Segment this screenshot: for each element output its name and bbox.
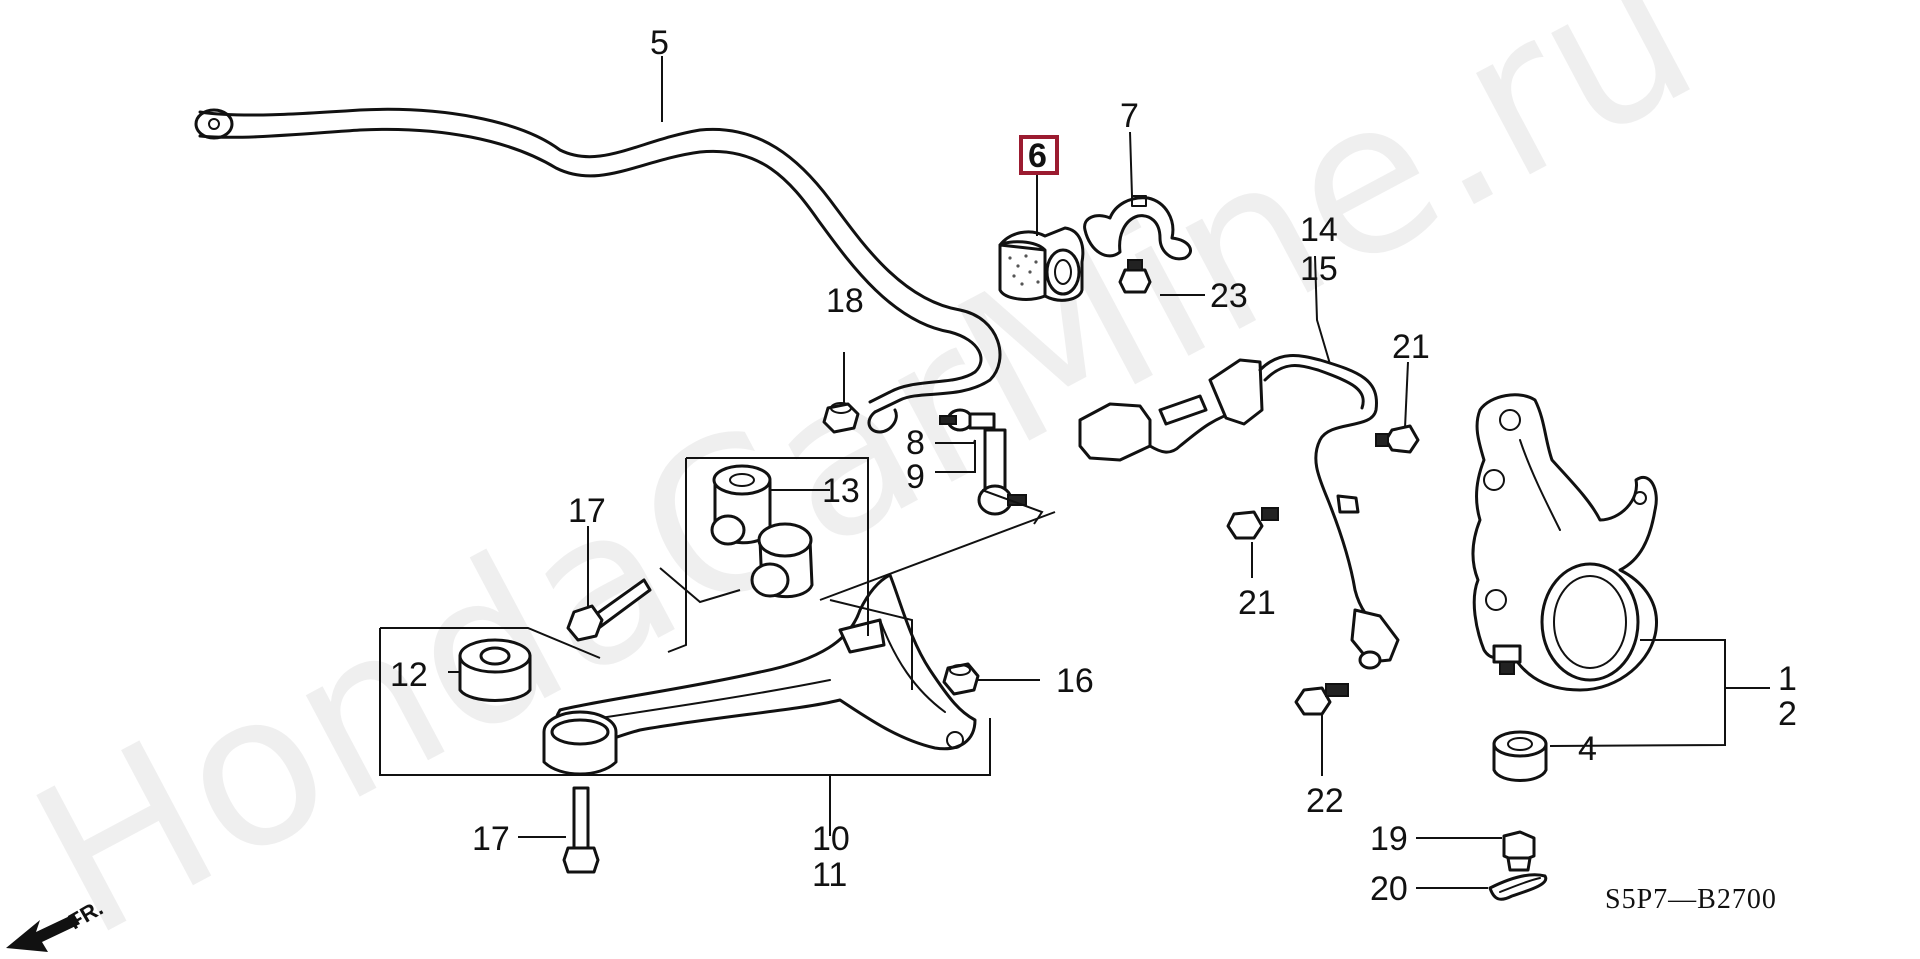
label-12[interactable]: 12 — [390, 656, 428, 694]
label-23[interactable]: 23 — [1210, 277, 1248, 315]
flange-bolt-23[interactable] — [1118, 259, 1152, 294]
flange-bolt-22[interactable] — [1294, 683, 1349, 716]
lower-arm-bushing-12[interactable] — [458, 638, 532, 702]
label-21-lower[interactable]: 21 — [1238, 584, 1276, 622]
flange-bolt-17-upper[interactable] — [566, 578, 652, 642]
label-6[interactable]: 6 — [1028, 137, 1047, 175]
label-9[interactable]: 9 — [906, 458, 925, 496]
castle-nut-19[interactable] — [1502, 830, 1536, 872]
label-20[interactable]: 20 — [1370, 870, 1408, 908]
label-4[interactable]: 4 — [1578, 730, 1597, 768]
self-locking-nut-18[interactable] — [822, 402, 860, 434]
stabilizer-link[interactable] — [939, 408, 1027, 516]
label-2[interactable]: 2 — [1778, 695, 1797, 733]
label-21-upper[interactable]: 21 — [1392, 328, 1430, 366]
label-1[interactable]: 1 — [1778, 660, 1797, 698]
self-locking-nut-16[interactable] — [942, 662, 980, 696]
label-5[interactable]: 5 — [650, 24, 669, 62]
part-labels: 5 6 7 14 15 23 18 21 8 9 13 17 21 12 16 … — [390, 24, 1797, 908]
bushing-holder[interactable] — [1083, 195, 1192, 261]
watermark-text: HondaCarMine.ru — [0, 0, 1730, 959]
label-17-upper[interactable]: 17 — [568, 492, 606, 530]
label-11[interactable]: 11 — [812, 856, 847, 894]
label-8[interactable]: 8 — [906, 424, 925, 462]
label-7[interactable]: 7 — [1120, 97, 1139, 135]
leader-lines — [379, 56, 1770, 889]
flange-bolt-21-lower[interactable] — [1226, 507, 1279, 540]
label-13[interactable]: 13 — [822, 472, 860, 510]
stabilizer-bar[interactable] — [194, 107, 1002, 434]
cotter-pin-20[interactable] — [1488, 873, 1548, 901]
label-16[interactable]: 16 — [1056, 662, 1094, 700]
label-17-lower[interactable]: 17 — [472, 820, 510, 858]
label-18[interactable]: 18 — [826, 282, 864, 320]
boot-4[interactable] — [1492, 730, 1548, 782]
stabilizer-bushing[interactable] — [998, 226, 1085, 302]
lower-arm[interactable] — [542, 573, 977, 776]
compliance-bushing-13[interactable] — [710, 464, 814, 599]
label-19[interactable]: 19 — [1370, 820, 1408, 858]
flange-bolt-17-lower[interactable] — [562, 786, 600, 874]
label-22[interactable]: 22 — [1306, 782, 1344, 820]
steering-knuckle[interactable] — [1471, 393, 1658, 692]
highlight-box-6 — [1019, 135, 1059, 175]
abs-sensor-harness[interactable] — [1078, 354, 1400, 670]
flange-bolt-21-upper[interactable] — [1375, 424, 1420, 454]
label-15[interactable]: 15 — [1300, 250, 1338, 288]
label-14[interactable]: 14 — [1300, 211, 1338, 249]
label-10[interactable]: 10 — [812, 820, 850, 858]
drawing-code: S5P7—B2700 — [1605, 884, 1777, 915]
